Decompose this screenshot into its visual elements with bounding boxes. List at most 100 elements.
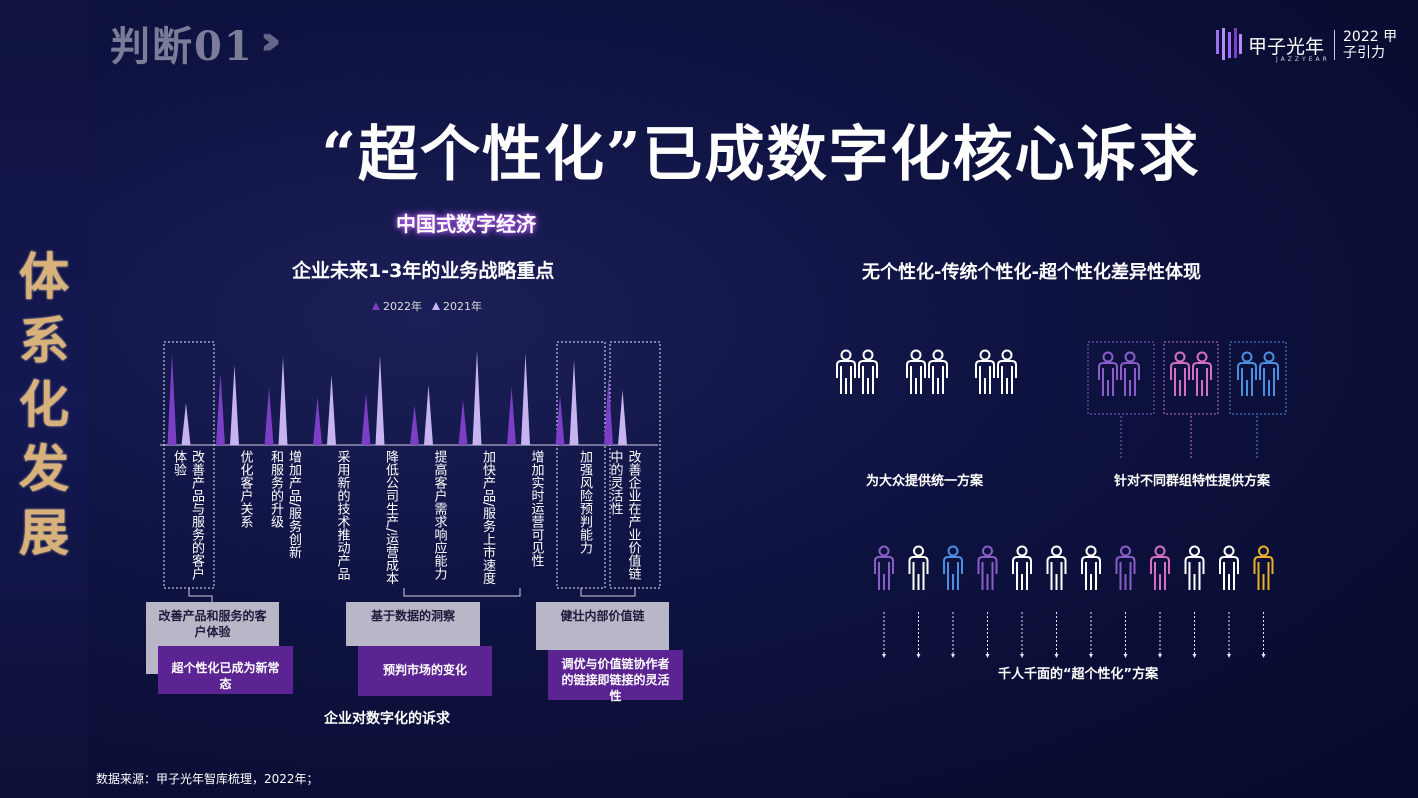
corner-tag: 判断01 [110,23,254,70]
arrow-down-icon [1123,654,1128,658]
arrow-down-icon [1020,654,1024,658]
category-label-text: 提高客户需求响应能力 [431,450,447,580]
person-icon [1081,545,1101,590]
arrow-down-icon [1089,654,1093,658]
person-icon [977,545,998,590]
person-icon [1237,351,1257,396]
sidebar-char: 系 [19,311,69,370]
brand-logo: 甲子光年 JAZZYEAR 2022 甲子引力 [1216,28,1403,63]
logo-event: 2022 甲子引力 [1343,29,1398,61]
group-frame [1229,341,1287,415]
box-text: 基于数据的洞察 [370,609,455,623]
box-market-prediction: 预判市场的变化 [358,646,492,696]
chart-bar-2021 [375,355,385,445]
data-source: 数据来源：甲子光年智库梳理，2022年； [96,772,319,786]
chart-bar-2021 [278,357,288,445]
person-icon [1184,545,1205,590]
arrow-down-icon [1227,654,1231,658]
bottom-caption: 企业对数字化的诉求 [324,711,450,727]
box-text: 健壮内部价值链 [560,609,645,623]
legend-label: 2021年 [443,300,482,313]
sidebar-char: 化 [19,375,69,434]
connector-line [580,588,636,597]
chart-bar-2021 [327,375,336,445]
logo-name: 甲子光年 [1248,35,1325,58]
caption-mass: 为大众提供统一方案 [866,474,984,489]
right-title: 无个性化-传统个性化-超个性化差异性体现 [862,262,1201,283]
category-label-text: 采用新的技术推动产品 [334,450,350,580]
chart-legend: 2022年 2021年 [372,298,482,314]
chart-bar-2022 [216,373,225,445]
box-value-chain: 健壮内部价值链 [536,602,669,650]
person-icon [997,349,1017,394]
legend-marker [432,302,440,310]
person-icon [975,349,995,394]
arrow-down-icon [951,654,955,658]
box-hyper-personalization: 超个性化已成为新常态 [158,646,293,694]
chart-bar-2021 [472,350,482,445]
chart-bar-2022 [604,377,613,445]
person-icon [908,545,929,590]
chart-bar-2021 [424,385,433,445]
person-icon [1098,351,1118,396]
sidebar-char: 展 [19,503,69,562]
chart-bar-2022 [458,400,468,445]
connector-line [188,588,213,602]
arrow-down-icon [1261,654,1266,658]
category-label-text: 降低公司生产/运营成本 [383,450,398,585]
box-text: 预判市场的变化 [382,663,467,677]
arrow-down-icon [985,654,990,658]
box-text: 超个性化已成为新常态 [171,661,280,691]
person-icon [1012,545,1032,590]
connector-line [403,588,521,597]
caption-hyper: 千人千面的“超个性化”方案 [998,667,1159,682]
person-icon [874,545,894,590]
chart-bar-2022 [264,387,274,445]
category-label-text: 改善产品与服务的客户 [189,450,204,580]
legend-item-2022: 2022年 [372,298,422,314]
category-label-text: 加强风险预判能力 [577,450,592,554]
box-text: 改善产品和服务的客户体验 [158,609,267,639]
chart-bar-2021 [181,403,191,445]
person-icon [1170,351,1190,396]
person-icon [1115,545,1136,590]
legend-item-2021: 2021年 [432,298,482,314]
chart-bar-2021 [521,353,530,445]
chart-bar-2022 [507,387,516,445]
chart-bar-2021 [569,360,579,445]
person-icon [928,349,948,394]
arrow-down-icon [882,654,886,658]
person-icon [858,349,878,394]
sidebar-char: 体 [19,247,69,306]
person-icon [906,349,926,394]
sidebar-title: 体 系 化 发 展 [0,245,88,565]
chart-title: 企业未来1-3年的业务战略重点 [292,260,555,282]
chart-bar-2021 [230,365,239,445]
arrow-down-icon [916,654,921,658]
category-label-text: 增加实时运营可见性 [528,450,544,567]
person-icon [1120,351,1140,396]
person-icon [836,349,856,394]
chart-bar-2022 [555,395,565,445]
category-label-text: 优化客户关系 [237,450,253,528]
group-frame [1087,341,1155,415]
arrow-down-icon [1054,654,1059,658]
category-label-text: 加快产品/服务上市速度 [480,450,495,585]
group-frame [1163,341,1219,415]
jazzyear-logo-icon [1216,28,1242,60]
category-label-text: 和服务的升级 [268,450,283,528]
person-icon [1150,545,1170,590]
caption-groups: 针对不同群组特性提供方案 [1114,474,1271,489]
logo-sub: JAZZYEAR [1276,55,1330,63]
page-title: “超个性化”已成数字化核心诉求 [321,120,1201,190]
person-icon [1259,351,1279,396]
sidebar-char: 发 [19,439,69,498]
chart-bar-2022 [410,405,419,445]
box-data-insight: 基于数据的洞察 [346,602,480,646]
person-icon [943,545,963,590]
chart-bar-2022 [167,353,177,445]
category-label-text: 体验 [171,450,186,476]
legend-marker [372,302,380,310]
